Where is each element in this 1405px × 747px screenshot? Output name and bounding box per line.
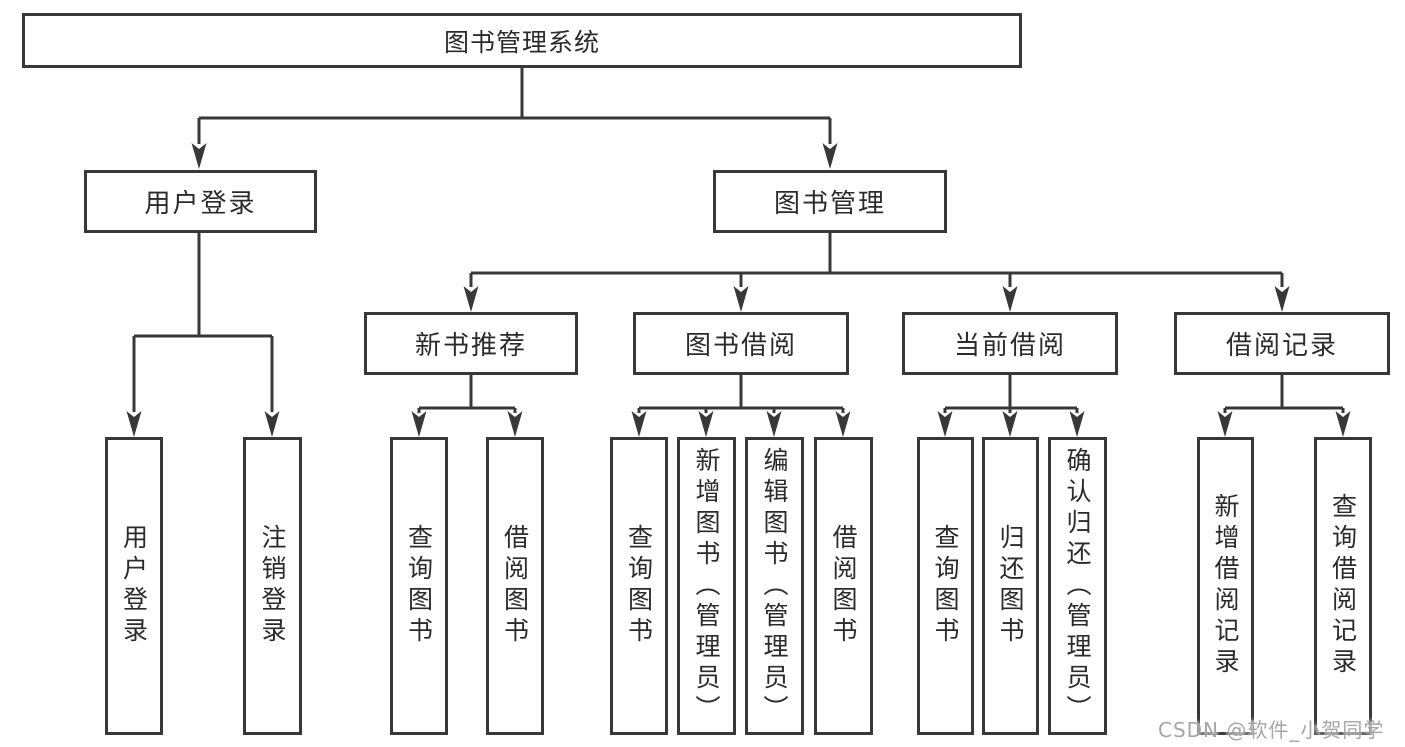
node-book-management: 图书管理 (713, 170, 947, 233)
arrow-icon (1002, 411, 1018, 437)
arrowheads (126, 143, 1351, 437)
leaf-return-book-label: 归还图书 (996, 524, 1025, 648)
arrow-icon (191, 143, 207, 169)
node-current-borrowing-label: 当前借阅 (953, 331, 1066, 361)
leaf-query-books-current: 查询图书 (917, 437, 974, 735)
leaf-add-borrow-record-label: 新增借阅记录 (1211, 493, 1240, 679)
leaf-add-borrow-record: 新增借阅记录 (1197, 437, 1254, 735)
arrow-icon (1069, 411, 1085, 437)
leaf-return-book: 归还图书 (982, 437, 1039, 735)
arrow-icon (411, 411, 427, 437)
leaf-edit-book-admin: 编辑图书（管理员） (745, 437, 804, 735)
leaf-query-books-borrowing-label: 查询图书 (624, 524, 654, 648)
leaf-query-books-borrowing: 查询图书 (610, 437, 668, 735)
arrow-icon (1217, 411, 1233, 437)
arrow-icon (698, 411, 714, 437)
arrow-icon (126, 411, 142, 437)
connector-new-book-recommend (417, 375, 517, 413)
node-borrow-records-label: 借阅记录 (1225, 331, 1338, 361)
arrow-icon (822, 143, 838, 169)
node-user-login-label: 用户登录 (144, 189, 257, 219)
leaf-logout-label: 注销登录 (258, 524, 287, 648)
leaf-user-login-label: 用户登录 (119, 524, 149, 648)
leaf-query-borrow-record: 查询借阅记录 (1314, 437, 1372, 735)
node-user-login: 用户登录 (84, 170, 317, 233)
arrow-icon (733, 286, 749, 312)
connector-root-to-level2 (197, 68, 832, 144)
node-new-book-recommend-label: 新书推荐 (414, 331, 527, 361)
connector-user-login-to-leaves (132, 233, 274, 412)
arrow-icon (937, 411, 953, 437)
arrow-icon (631, 411, 647, 437)
node-current-borrowing: 当前借阅 (902, 312, 1118, 375)
arrow-icon (835, 411, 851, 437)
leaf-add-book-admin-label: 新增图书（管理员） (692, 446, 721, 726)
node-library-management-system-label: 图书管理系统 (443, 27, 600, 57)
leaf-edit-book-admin-label: 编辑图书（管理员） (760, 446, 789, 726)
leaf-query-books-current-label: 查询图书 (931, 524, 960, 648)
leaf-query-books-recommend: 查询图书 (390, 437, 448, 735)
arrow-icon (766, 411, 782, 437)
node-borrow-records: 借阅记录 (1174, 312, 1390, 375)
node-new-book-recommend: 新书推荐 (364, 312, 578, 375)
connector-borrow-records (1223, 375, 1345, 413)
connector-book-management-to-level3 (469, 233, 1284, 287)
leaf-borrow-books-recommend: 借阅图书 (486, 437, 544, 735)
arrow-icon (264, 411, 280, 437)
leaf-borrow-books-borrowing-label: 借阅图书 (829, 524, 858, 648)
arrow-icon (507, 411, 523, 437)
connector-book-borrowing (637, 375, 845, 413)
leaf-borrow-books-borrowing: 借阅图书 (814, 437, 873, 735)
leaf-query-books-recommend-label: 查询图书 (404, 524, 434, 648)
arrow-icon (463, 286, 479, 312)
leaf-query-borrow-record-label: 查询借阅记录 (1328, 493, 1358, 679)
leaf-borrow-books-recommend-label: 借阅图书 (500, 524, 530, 648)
leaf-confirm-return-admin: 确认归还（管理员） (1048, 437, 1107, 735)
arrow-icon (1002, 286, 1018, 312)
leaf-confirm-return-admin-label: 确认归还（管理员） (1063, 446, 1092, 726)
node-library-management-system: 图书管理系统 (22, 13, 1022, 68)
csdn-watermark: CSDN @软件_小贺同学 (1158, 718, 1385, 742)
node-book-borrowing-label: 图书借阅 (684, 331, 797, 361)
connector-current-borrowing (943, 375, 1079, 413)
leaf-user-login: 用户登录 (105, 437, 163, 735)
arrow-icon (1335, 411, 1351, 437)
node-book-management-label: 图书管理 (773, 189, 886, 219)
leaf-logout: 注销登录 (243, 437, 302, 735)
arrow-icon (1274, 286, 1290, 312)
node-book-borrowing: 图书借阅 (633, 312, 849, 375)
leaf-add-book-admin: 新增图书（管理员） (677, 437, 736, 735)
